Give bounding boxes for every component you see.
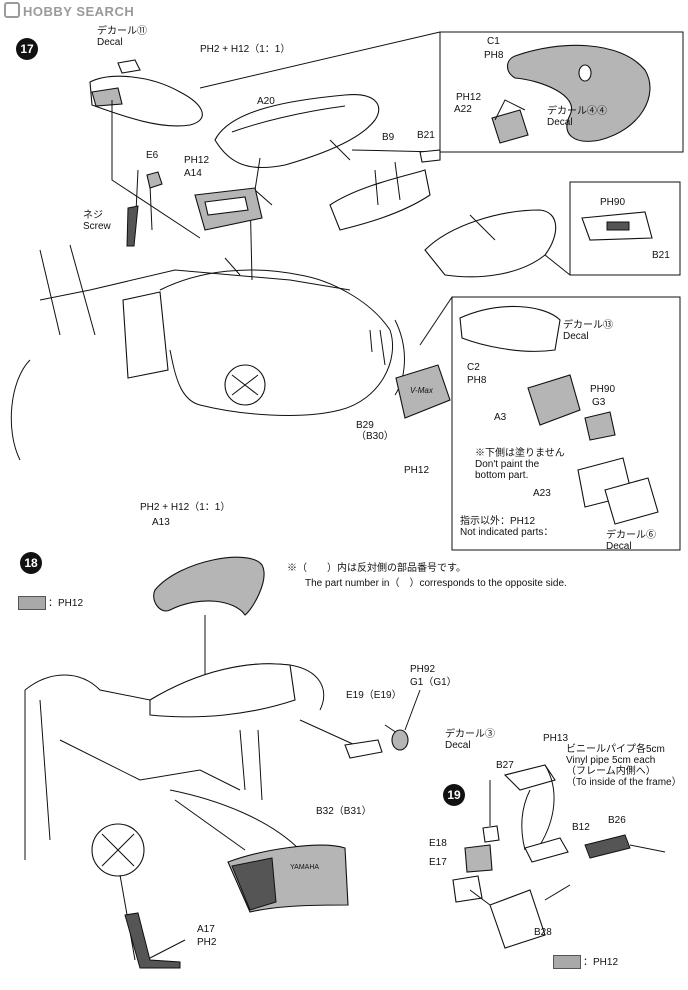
label-a22-paint: PH12 — [456, 92, 482, 103]
label-vinyl-pipe: ビニールパイプ各5cm Vinyl pipe 5cm each （フレーム内側へ… — [566, 744, 682, 788]
label-g1: G1（G1） — [410, 677, 457, 688]
yamaha-emblem: YAMAHA — [290, 864, 320, 871]
step-18-marker: 18 — [20, 552, 42, 574]
part-b29 — [395, 364, 451, 419]
note-en: The part number in（ ）corresponds to the … — [305, 578, 567, 589]
hobby-search-logo-icon — [4, 2, 20, 18]
label-not-indicated: 指示以外：PH12 Not indicated parts： — [460, 516, 554, 538]
hobby-search-watermark: HOBBY SEARCH — [4, 2, 134, 19]
label-screw: ネジ Screw — [83, 210, 111, 232]
gray-swatch-18 — [18, 596, 46, 610]
label-b29-paint: PH12 — [404, 465, 430, 476]
part-g3 — [584, 411, 616, 441]
label-a23: A23 — [533, 488, 551, 499]
label-e17: E17 — [429, 857, 447, 868]
label-b12: B12 — [572, 822, 590, 833]
label-a13: A13 — [152, 517, 170, 528]
label-a22: A22 — [454, 104, 472, 115]
part-e18 — [464, 844, 493, 873]
label-a3: A3 — [494, 412, 507, 423]
label-b9: B9 — [382, 132, 395, 143]
legend-19: ：PH12 — [583, 957, 619, 968]
part-a3 — [527, 374, 581, 426]
part-b26 — [584, 834, 631, 859]
step-19-marker: 19 — [443, 784, 465, 806]
step-17-marker: 17 — [16, 38, 38, 60]
label-decal-4: デカール④④ Decal — [547, 106, 607, 128]
part-b27 — [503, 764, 556, 791]
label-e19: E19（E19） — [346, 690, 402, 701]
part-e6 — [146, 171, 163, 189]
part-c2 — [459, 305, 561, 352]
label-b32: B32（B31） — [316, 806, 372, 817]
motorcycle-step17 — [10, 244, 405, 461]
vmax-emblem: V-Max — [410, 386, 433, 395]
label-a13-paint: PH2 + H12（1：1） — [140, 502, 231, 513]
label-c1-paint: PH8 — [484, 50, 504, 61]
part-b21 — [419, 149, 441, 163]
rear-fender — [424, 209, 557, 278]
label-decal-13: デカール⑬ Decal — [563, 320, 613, 342]
label-b27: B27 — [496, 760, 514, 771]
part-g1 — [391, 729, 409, 751]
label-g1-paint: PH92 — [410, 664, 436, 675]
backrest-a13 — [153, 556, 265, 616]
inset-box-a3 — [451, 296, 681, 551]
label-b26: B26 — [608, 815, 626, 826]
label-decal-11: デカール⑪ Decal — [97, 26, 147, 48]
label-decal-6: デカール⑥ Decal — [606, 530, 656, 552]
decal-3-patch — [482, 825, 500, 843]
frame-b9 — [329, 169, 431, 231]
label-c2-paint: PH8 — [467, 375, 487, 386]
screw-part — [126, 205, 139, 247]
label-decal-3: デカール③ Decal — [445, 729, 495, 751]
label-inset-b21: B21 — [652, 250, 670, 261]
legend-18: ：PH12 — [48, 598, 84, 609]
part-a22 — [491, 109, 529, 144]
label-inset-paint: PH90 — [600, 197, 626, 208]
label-a14: A14 — [184, 168, 202, 179]
stand-a17 — [124, 912, 181, 969]
label-g3-paint: PH90 — [590, 384, 616, 395]
label-a17: A17 — [197, 924, 215, 935]
label-b27-paint: PH13 — [543, 733, 569, 744]
label-c2: C2 — [467, 362, 480, 373]
note-jp: ※（ ）内は反対側の部品番号です。 — [287, 563, 466, 574]
label-e18: E18 — [429, 838, 447, 849]
callout-box-c1 — [439, 31, 684, 153]
label-a14-paint: PH12 — [184, 155, 210, 166]
part-e17 — [452, 875, 483, 903]
seat-a20 — [214, 94, 380, 169]
decal-11-patch — [117, 59, 141, 74]
part-b28 — [489, 889, 546, 949]
part-e19 — [344, 739, 383, 759]
label-seat-paint: PH2 + H12（1：1） — [200, 44, 291, 55]
gray-swatch-19 — [553, 955, 581, 969]
inset-box-b21 — [569, 181, 681, 276]
motorcycle-step18 — [24, 663, 325, 961]
label-b21: B21 — [417, 130, 435, 141]
label-b28: B28 — [534, 927, 552, 938]
decal-6-patch — [604, 477, 659, 525]
label-c1: C1 — [487, 36, 500, 47]
part-b12 — [524, 837, 569, 863]
side-cover-c1 — [506, 44, 651, 142]
label-g3: G3 — [592, 397, 606, 408]
label-a17-paint: PH2 — [197, 937, 217, 948]
label-e6: E6 — [146, 150, 159, 161]
label-b29: B29 （B30） — [356, 420, 394, 442]
label-no-paint-note: ※下側は塗りません Don't paint the bottom part. — [475, 448, 565, 481]
label-a20: A20 — [257, 96, 275, 107]
